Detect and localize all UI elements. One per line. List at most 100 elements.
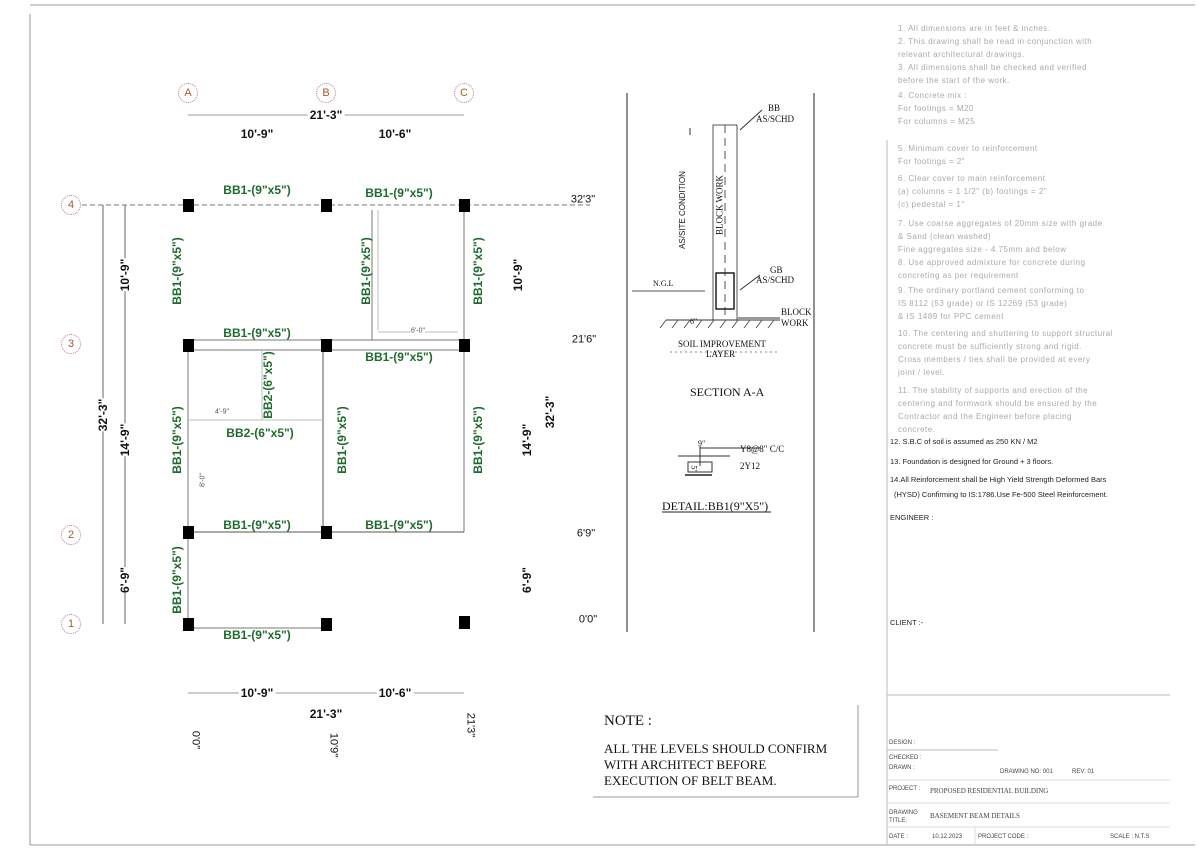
section-bb-label: BB [768,103,781,113]
general-note-line: (a) columns = 1 1/2" (b) footings = 2" [898,187,1048,196]
general-note-line: Fine aggregates size - 4.75mm and below [898,245,1067,254]
beam-label: BB1-(9"x5") [365,350,433,364]
section-block-work-2: BLOCK [781,307,812,317]
engineer-label: ENGINEER : [890,513,934,522]
beam-label: BB1-(9"x5") [223,183,291,197]
grid-bubble-2: 2 [61,525,81,545]
left-dim-lower: 6'-9" [118,567,132,593]
note-13: 13. Foundation is designed for Ground + … [890,457,1054,466]
small-dim: 6'-0" [411,327,425,335]
general-note-line: 7. Use coarse aggregates of 20mm size wi… [898,219,1103,228]
rev: REV: 01 [1072,769,1095,775]
grid-bubble-c: C [454,83,474,103]
section-site-condition: AS/SITE CONDITION [678,171,687,249]
drawn-label: DRAWN : [889,765,915,771]
general-note-line: concrete must be sufficiently strong and… [898,342,1082,351]
left-dim-total: 32'-3" [96,398,110,432]
section-ngl: N.G.L [653,279,674,288]
bottom-level-1: 10'9" [327,732,340,758]
general-note-line: Contractor and the Engineer before placi… [898,412,1072,421]
checked-label: CHECKED : [889,755,922,761]
grid-bubble-3: 3 [61,334,81,354]
general-note-line: 5. Minimum cover to reinforcement [898,144,1038,153]
date-value: 10.12.2023 [932,834,963,840]
right-dim-total: 32'-3" [543,395,557,429]
general-note-line: 2. This drawing shall be read in conjunc… [898,37,1093,46]
general-note-line: relevant architectural drawings. [898,50,1025,59]
section-gb-label: GB [770,265,783,275]
note-line: EXECUTION OF BELT BEAM. [604,773,777,788]
grid-bubble-1: 1 [61,614,81,634]
soil-hatch [659,319,775,329]
section-title: SECTION A-A [690,385,765,399]
beam-label: BB1-(9"x5") [335,406,349,474]
note-14: 14.All Reinforcement shall be High Yield… [890,475,1107,484]
drawing-title-label: DRAWING [889,810,918,816]
general-note-line: For footings = M20 [898,104,974,113]
left-dim-middle: 14'-9" [118,423,132,457]
section-bb-sched: AS/SCHD [756,114,795,124]
grid-bubble-4: 4 [61,195,81,215]
note-line: ALL THE LEVELS SHOULD CONFIRM [604,741,828,756]
beam-label: BB1-(9"x5") [170,237,184,305]
right-dim-middle: 14'-9" [520,423,534,457]
note-14b: (HYSD) Confirming to IS:1786.Use Fe-500 … [894,490,1108,499]
bottom-level-0: 0'0" [189,730,202,750]
section-gb-sched: AS/SCHD [756,275,795,285]
general-note-line: centering and formwork should be ensured… [898,399,1098,408]
bottom-dim-right: 10'-6" [376,686,414,700]
small-dim: 8'-0" [199,473,207,487]
general-note-line: For footings = 2" [898,157,966,166]
section-block-work: BLOCK WORK [714,174,725,236]
general-note-line: & IS 1489 for PPC cement [898,312,1004,321]
level-row-1: 0'0" [578,613,598,626]
detail-width: 9" [698,439,706,448]
beam-label: BB1-(9"x5") [223,518,291,532]
project-code: PROJECT CODE : [978,834,1029,840]
detail-title: DETAIL:BB1(9"X5") [662,499,769,513]
project-name: PROPOSED RESIDENTIAL BUILDING [930,787,1049,795]
small-dim: 4'-9" [215,408,229,416]
beam-label-bb2: BB2-(6"x5") [261,351,275,419]
grid-bubble-b: B [316,83,336,103]
drawing-title: BASEMENT BEAM DETAILS [930,812,1020,820]
client-label: CLIENT :- [890,618,924,627]
left-dim-upper: 10'-9" [118,258,132,292]
section-six-inch: 6" [690,317,698,326]
beam-label: BB1-(9"x5") [471,237,485,305]
beam-label: BB1-(9"x5") [359,237,373,305]
level-row-4: 32'3" [570,193,596,206]
scale: SCALE : N.T.S [1110,834,1150,840]
section-soil-layer-2: LAYER [706,349,736,359]
general-note-line: 1. All dimensions are in feet & inches. [898,24,1051,33]
section-block-work-2b: WORK [781,318,809,328]
detail-depth: 5" [689,465,699,473]
general-note-line: 9. The ordinary portland cement conformi… [898,286,1085,295]
project-label: PROJECT : [889,786,921,792]
general-note-line: 8. Use approved admixture for concrete d… [898,258,1086,267]
right-dim-lower: 6'-9" [520,567,534,593]
grid-bubble-a: A [178,83,198,103]
beam-label: BB1-(9"x5") [170,546,184,614]
top-dim-left: 10'-9" [240,127,274,141]
beam-label: BB1-(9"x5") [365,518,433,532]
general-note-line: joint / level. [898,368,946,377]
top-dim-right: 10'-6" [378,127,412,141]
general-note-line: before the start of the work. [898,76,1010,85]
beam-label-bb2: BB2-(6"x5") [226,426,294,440]
note-heading: NOTE : [604,713,652,729]
drawing-no: DRAWING NO: 001 [1000,769,1053,775]
general-note-line: concreting as per requirement [898,271,1019,280]
beam-label: BB1-(9"x5") [170,406,184,474]
design-label: DESIGN : [889,740,916,746]
beam-label: BB1-(9"x5") [223,326,291,340]
columns [183,199,470,631]
general-note-line: & Sand (clean washed) [898,232,992,241]
beam-label: BB1-(9"x5") [223,628,291,642]
section-soil-layer: SOIL IMPROVEMENT [678,339,766,349]
general-note-line: 3. All dimensions shall be checked and v… [898,63,1087,72]
note-line: WITH ARCHITECT BEFORE [604,757,767,772]
beam-label: BB1-(9"x5") [365,186,433,200]
top-dim-total: 21'-3" [307,108,345,122]
